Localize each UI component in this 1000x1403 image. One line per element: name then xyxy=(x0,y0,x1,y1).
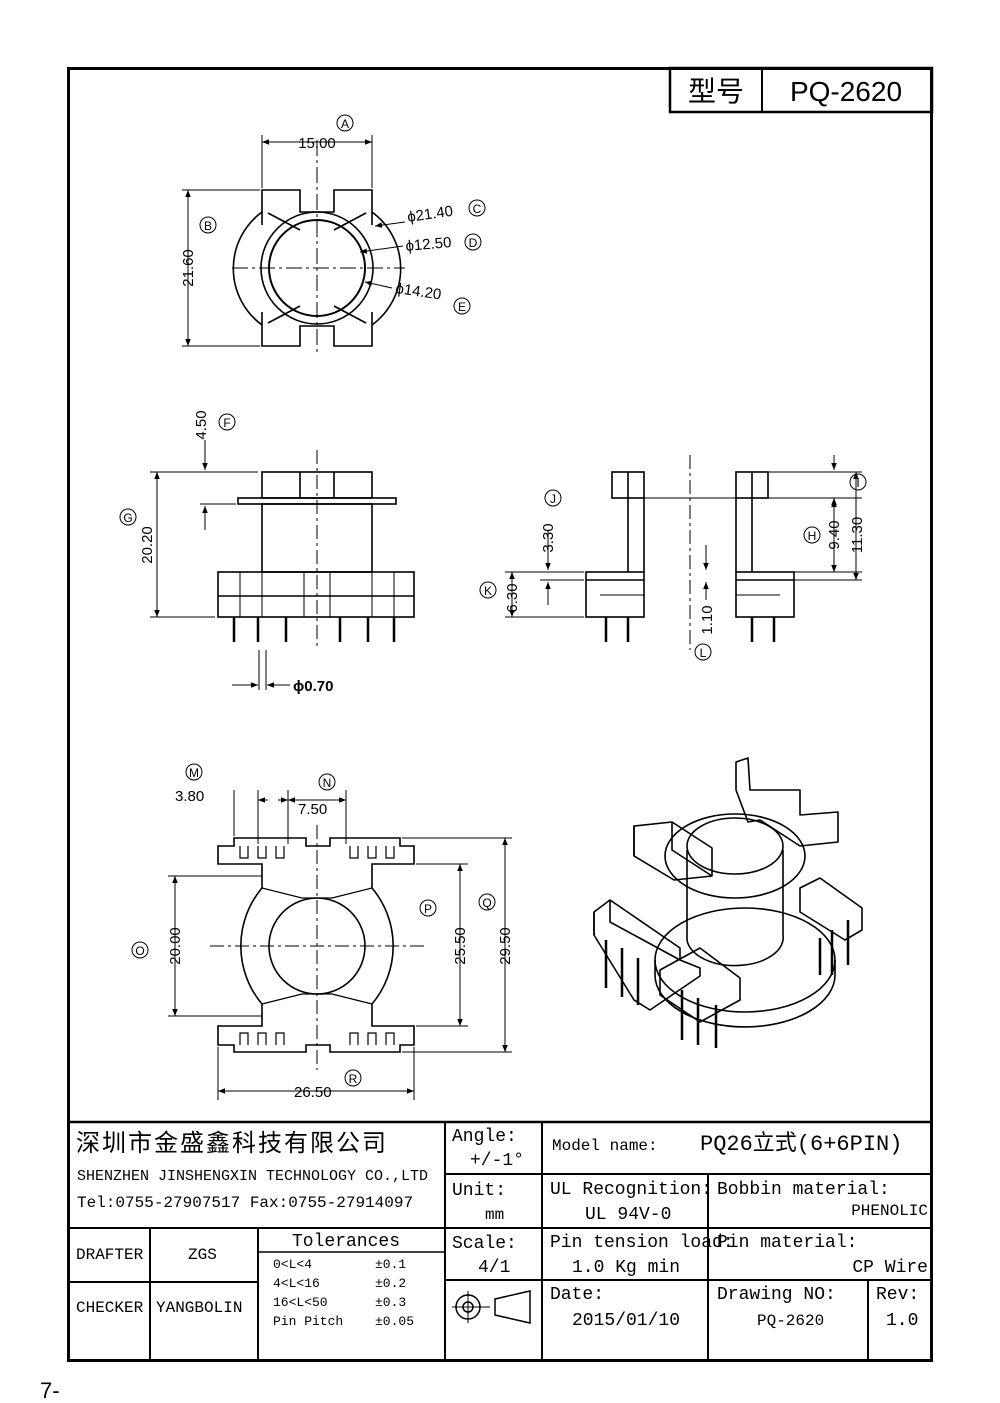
rev-value: 1.0 xyxy=(886,1311,919,1331)
front-view-labels: 4.50 F G 20.20 ϕ0.70 xyxy=(119,410,333,695)
isometric-view xyxy=(593,757,863,1048)
model-name-value: PQ26立式(6+6PIN) xyxy=(700,1132,903,1157)
top-view-labels: A 15.00 B 21.60 ϕ21.40 C ϕ12.50 D ϕ14.20… xyxy=(180,114,486,315)
date-label: Date: xyxy=(550,1285,605,1305)
tolerance-range: Pin Pitch xyxy=(273,1314,344,1329)
tag-E: E xyxy=(458,300,466,314)
tag-L: L xyxy=(700,646,707,660)
tag-M: M xyxy=(189,766,199,780)
dim-Q-value: 29.50 xyxy=(497,927,514,965)
angle-label: Angle: xyxy=(452,1127,517,1147)
side-view xyxy=(505,455,862,650)
dim-B-value: 21.60 xyxy=(180,249,197,287)
dim-K-value: 6.30 xyxy=(504,583,521,612)
company-contact: Tel:0755-27907517 Fax:0755-27914097 xyxy=(77,1194,414,1212)
drawing-no-label: Drawing NO: xyxy=(717,1285,836,1305)
dim-I-value: 11.30 xyxy=(849,517,866,553)
bobbin-material-value: PHENOLIC xyxy=(851,1202,928,1220)
dim-H-value: 9.40 xyxy=(826,520,843,549)
checker-label: CHECKER xyxy=(76,1299,144,1317)
tag-D: D xyxy=(469,236,478,250)
tag-B: B xyxy=(204,219,212,233)
dim-P-value: 25.50 xyxy=(452,927,469,965)
tolerance-value: ±0.2 xyxy=(375,1276,407,1291)
dim-F-value: 4.50 xyxy=(193,410,210,439)
dim-pin-dia-value: ϕ0.70 xyxy=(293,678,333,695)
dim-G-value: 20.20 xyxy=(139,526,156,564)
front-view xyxy=(150,440,415,690)
tag-F: F xyxy=(223,416,230,430)
bottom-view-labels: M 3.80 N 7.50 O 20.00 P 25.50 Q 29.50 26… xyxy=(131,763,514,1101)
bottom-view xyxy=(168,790,512,1100)
tag-I: I xyxy=(856,476,859,490)
side-view-labels: I H 9.40 11.30 J 3.30 K 6.30 1.10 L xyxy=(479,473,867,661)
model-header-value: PQ-2620 xyxy=(790,76,902,107)
tag-R: R xyxy=(349,1072,358,1086)
top-view xyxy=(182,135,406,355)
page-number: 7- xyxy=(40,1378,60,1403)
dim-O-value: 20.00 xyxy=(167,927,184,965)
checker-value: YANGBOLIN xyxy=(156,1299,243,1317)
tolerance-value: ±0.05 xyxy=(375,1314,415,1329)
unit-label: Unit: xyxy=(452,1181,507,1201)
scale-value: 4/1 xyxy=(478,1258,511,1278)
dim-N-value: 7.50 xyxy=(298,801,327,818)
title-block-grid xyxy=(67,1120,933,1362)
ul-recognition-label: UL Recognition: xyxy=(550,1180,713,1200)
pin-tension-label: Pin tension load: xyxy=(550,1233,734,1253)
tag-P: P xyxy=(424,902,432,916)
pin-material-value: CP Wire xyxy=(852,1258,928,1278)
dim-L-value: 1.10 xyxy=(699,605,716,634)
tolerance-range: 16<L<50 xyxy=(273,1295,328,1310)
dim-E-value: ϕ14.20 xyxy=(394,280,442,303)
scale-label: Scale: xyxy=(452,1234,517,1254)
dim-M-value: 3.80 xyxy=(175,788,204,805)
bobbin-material-label: Bobbin material: xyxy=(717,1180,890,1200)
dim-R-value: 26.50 xyxy=(294,1084,332,1101)
pin-material-label: Pin material: xyxy=(717,1233,858,1253)
dim-A-value: 15.00 xyxy=(298,135,336,152)
tag-K: K xyxy=(484,584,492,598)
ul-recognition-value: UL 94V-0 xyxy=(585,1205,672,1225)
tag-H: H xyxy=(808,529,817,543)
tolerances-title: Tolerances xyxy=(292,1232,401,1252)
dim-D-value: ϕ12.50 xyxy=(405,234,452,255)
drafter-value: ZGS xyxy=(188,1246,217,1264)
tolerance-value: ±0.3 xyxy=(375,1295,407,1310)
tag-G: G xyxy=(123,511,132,525)
model-header-box: 型号 PQ-2620 xyxy=(668,66,934,114)
tag-O: O xyxy=(135,944,144,958)
tolerance-range: 4<L<16 xyxy=(273,1276,320,1291)
tag-N: N xyxy=(323,776,332,790)
tag-J: J xyxy=(550,492,556,506)
dim-C-value: ϕ21.40 xyxy=(406,203,454,226)
company-name-en: SHENZHEN JINSHENGXIN TECHNOLOGY CO.,LTD xyxy=(77,1168,429,1185)
drawing-frame xyxy=(67,67,933,1362)
company-name-cn: 深圳市金盛鑫科技有限公司 xyxy=(76,1129,388,1157)
tolerance-range: 0<L<4 xyxy=(273,1257,313,1272)
dim-J-value: 3.30 xyxy=(540,523,557,552)
rev-label: Rev: xyxy=(876,1285,920,1305)
model-name-label: Model name: xyxy=(552,1137,658,1155)
drafter-label: DRAFTER xyxy=(76,1246,144,1264)
unit-value: mm xyxy=(485,1206,505,1224)
angle-value: +/-1° xyxy=(470,1151,525,1171)
pin-tension-value: 1.0 Kg min xyxy=(572,1258,681,1278)
tag-C: C xyxy=(473,202,482,216)
tag-Q: Q xyxy=(482,896,491,910)
date-value: 2015/01/10 xyxy=(572,1311,681,1331)
drawing-no-value: PQ-2620 xyxy=(757,1312,825,1330)
tag-A: A xyxy=(341,117,349,131)
tolerance-value: ±0.1 xyxy=(375,1257,407,1272)
model-header-label: 型号 xyxy=(688,76,744,107)
